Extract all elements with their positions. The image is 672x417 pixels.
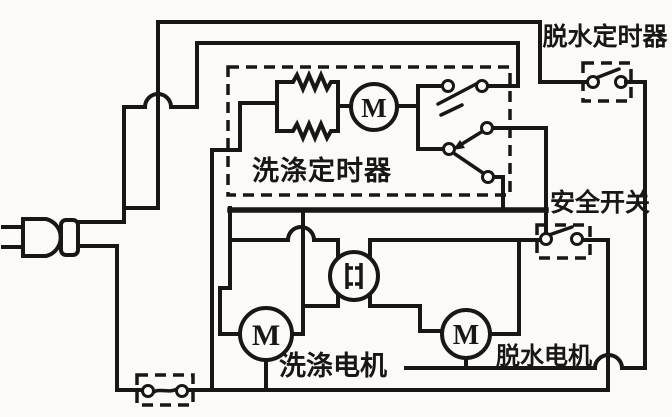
capacitor-wiring bbox=[228, 210, 542, 336]
timer-motor: M bbox=[336, 82, 399, 132]
dehydration-motor: M bbox=[404, 238, 647, 371]
safety-switch-label: 安全开关 bbox=[550, 188, 650, 217]
washing-motor-m: M bbox=[252, 319, 280, 352]
timer-motor-m: M bbox=[361, 93, 386, 123]
washing-motor-label: 洗涤电机 bbox=[279, 351, 387, 381]
supply-wiring bbox=[76, 20, 590, 392]
resistor-pair-icon bbox=[275, 69, 340, 144]
washing-timer-label: 洗涤定时器 bbox=[252, 155, 392, 186]
dehydration-timer-label: 脱水定时器 bbox=[542, 22, 668, 51]
dehydration-timer-switch bbox=[581, 61, 647, 370]
lid-switch bbox=[135, 373, 195, 407]
washing-timer-box bbox=[226, 65, 512, 197]
capacitor-icon bbox=[328, 250, 380, 302]
power-plug-icon bbox=[1, 217, 80, 258]
dehydration-motor-label: 脱水电机 bbox=[496, 342, 592, 370]
wash-timer-main-switch bbox=[436, 79, 520, 117]
neutral-rail bbox=[186, 238, 610, 392]
safety-switch bbox=[535, 223, 592, 260]
dehydration-motor-m: M bbox=[453, 320, 479, 351]
washing-motor: M bbox=[218, 238, 294, 392]
washing-timer-circuit: M bbox=[210, 69, 548, 392]
reversing-switch bbox=[442, 121, 548, 236]
